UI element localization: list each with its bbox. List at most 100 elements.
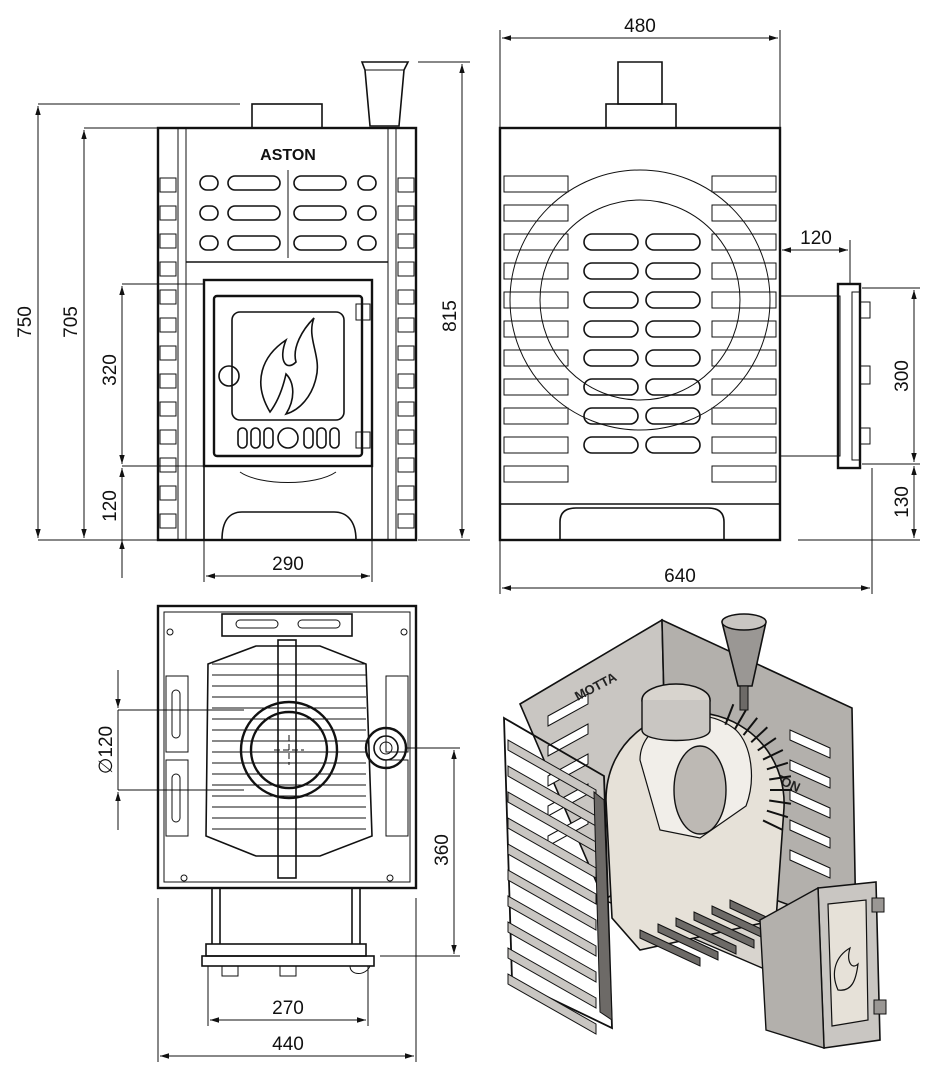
cut-rib (724, 703, 735, 726)
flame-icon (260, 317, 319, 416)
rung-left (159, 401, 177, 417)
top-dimensions: ∅120 360 270 440 (96, 670, 460, 1062)
front-door (212, 294, 364, 458)
wall-slot (789, 849, 831, 879)
rung-left (159, 261, 177, 277)
side-slat-right (711, 262, 777, 280)
rung-right (397, 485, 415, 501)
cut-rib (733, 709, 747, 730)
cut-rib (766, 761, 789, 771)
door-handle-knob (218, 365, 240, 387)
dim-300: 300 (892, 360, 913, 392)
cutaway-wall-slots (547, 693, 831, 879)
side-slat-right (711, 378, 777, 396)
side-vent (583, 233, 639, 251)
rung-right (397, 345, 415, 361)
cut-rib (769, 775, 792, 781)
front-chimney-pipe (360, 61, 410, 127)
rung-left (159, 205, 177, 221)
cut-rib (742, 717, 758, 736)
side-slat-left (503, 320, 569, 338)
dim-side-120: 120 (800, 228, 832, 249)
side-slat-left (503, 175, 569, 193)
wall-slot (789, 819, 831, 849)
cutaway-flame-icon (833, 946, 859, 991)
side-slat-left (503, 378, 569, 396)
side-vent (583, 320, 639, 338)
side-vent (645, 291, 701, 309)
rung-right (397, 261, 415, 277)
front-upper-slots (199, 170, 377, 258)
side-slat-left (503, 349, 569, 367)
cutaway-flue-opening (673, 745, 727, 835)
dim-270: 270 (272, 998, 304, 1019)
rung-left (159, 513, 177, 529)
front-ash-vents (237, 427, 340, 449)
rung-right (397, 289, 415, 305)
side-vent (583, 407, 639, 425)
side-slat-right (711, 349, 777, 367)
grate-bar (657, 923, 719, 961)
grate-bar (693, 911, 755, 949)
side-slat-right (711, 204, 777, 222)
side-vent (583, 349, 639, 367)
dim-640: 640 (664, 566, 696, 587)
dim-360: 360 (432, 834, 453, 866)
dim-815: 815 (440, 300, 461, 332)
rung-left (159, 177, 177, 193)
wall-slot (547, 723, 589, 757)
side-vent (583, 436, 639, 454)
cut-rib (762, 749, 784, 761)
side-chimney (617, 61, 663, 105)
cage-bar (507, 947, 597, 1009)
side-slats (503, 175, 777, 483)
side-slat-left (503, 407, 569, 425)
side-slat-left (503, 291, 569, 309)
rung-left (159, 485, 177, 501)
side-view (498, 61, 871, 542)
side-vent (645, 378, 701, 396)
cage-bar (507, 973, 597, 1035)
rung-left (159, 289, 177, 305)
wall-slot (547, 693, 589, 727)
side-body (498, 126, 782, 542)
top-flue-outer (239, 700, 339, 800)
front-logo: ASTON (260, 147, 316, 164)
side-tank-mount (779, 295, 841, 457)
rung-left (159, 457, 177, 473)
cutaway-grill-ribs (724, 703, 792, 831)
side-vent (645, 407, 701, 425)
grate-bar (639, 929, 701, 967)
side-vent (583, 291, 639, 309)
side-dimensions: 480 120 300 130 640 (499, 16, 920, 594)
top-body (156, 604, 418, 890)
cut-rib (757, 737, 777, 752)
rung-right (397, 401, 415, 417)
dim-120: 120 (100, 490, 121, 522)
cage-bar (507, 843, 597, 905)
front-chimney-collar (251, 103, 323, 129)
rung-right (397, 429, 415, 445)
front-view: ASTON (156, 61, 418, 542)
side-slat-right (711, 465, 777, 483)
side-slat-right (711, 320, 777, 338)
cage-bar (507, 921, 597, 983)
rung-left (159, 373, 177, 389)
dim-320: 320 (100, 354, 121, 386)
side-slat-left (503, 465, 569, 483)
wall-slot (789, 759, 831, 789)
rung-left (159, 317, 177, 333)
rung-left (159, 429, 177, 445)
side-slat-right (711, 436, 777, 454)
side-slat-left (503, 262, 569, 280)
rung-right (397, 205, 415, 221)
dim-130: 130 (892, 486, 913, 518)
side-slat-right (711, 407, 777, 425)
cage-bar (507, 869, 597, 931)
top-grill-ribs (212, 663, 366, 830)
side-slat-left (503, 436, 569, 454)
dim-480: 480 (624, 16, 656, 37)
top-door (205, 943, 367, 957)
cut-rib (766, 809, 789, 819)
